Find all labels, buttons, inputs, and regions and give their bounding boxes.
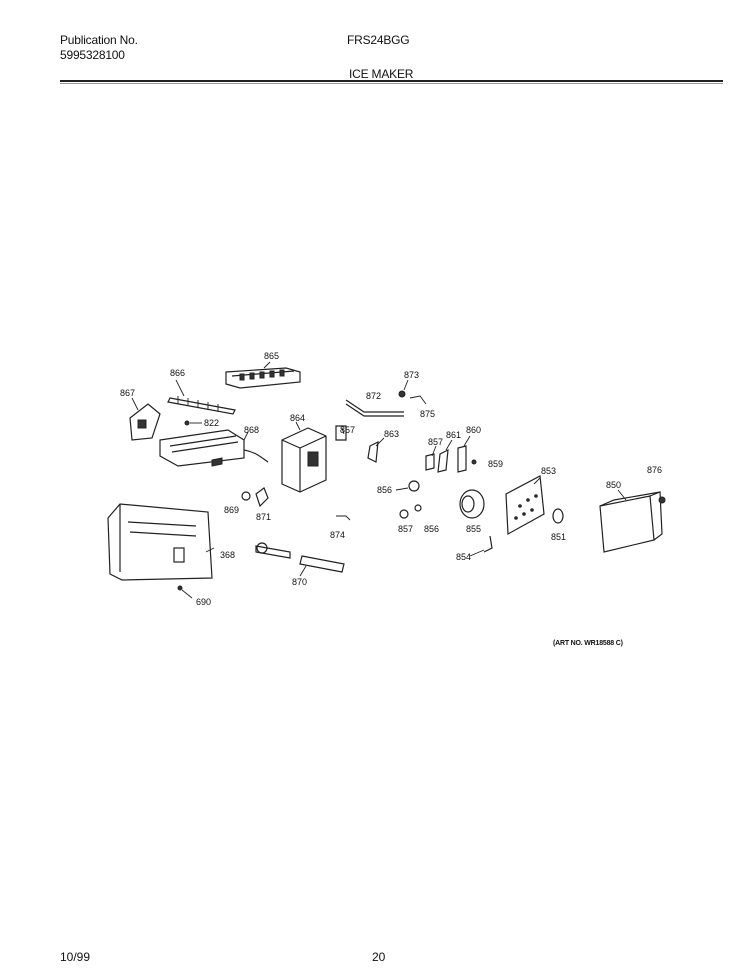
label-864: 864: [290, 413, 305, 423]
part-851: [552, 508, 564, 524]
label-865: 865: [264, 351, 279, 361]
label-368: 368: [220, 550, 235, 560]
part-867-bracket: [129, 403, 161, 441]
label-861: 861: [446, 430, 461, 440]
page-number: 20: [372, 950, 386, 964]
part-822-screw: [184, 420, 202, 426]
part-876-screw: [658, 496, 666, 504]
label-859: 859: [488, 459, 503, 469]
label-856-b: 856: [424, 524, 439, 534]
part-866-ejector: [167, 396, 236, 415]
part-854: [483, 535, 493, 553]
label-876: 876: [647, 465, 662, 475]
part-850-cover: [599, 491, 663, 553]
label-871: 871: [256, 512, 271, 522]
label-870: 870: [292, 577, 307, 587]
part-872-arm: [345, 399, 404, 417]
label-856-a: 856: [377, 485, 392, 495]
label-866: 866: [170, 368, 185, 378]
label-863: 863: [384, 429, 399, 439]
label-867: 867: [120, 388, 135, 398]
part-857-861-860-group: [425, 445, 477, 473]
label-873: 873: [404, 370, 419, 380]
header-rule: [60, 80, 723, 82]
part-864-housing: [281, 427, 327, 493]
label-690: 690: [196, 597, 211, 607]
label-851: 851: [551, 532, 566, 542]
label-875: 875: [420, 409, 435, 419]
part-865-cover: [225, 367, 301, 389]
art-number: (ART NO. WR18588 C): [553, 640, 623, 647]
footer-date: 10/99: [60, 950, 91, 964]
label-857-c: 857: [398, 524, 413, 534]
label-857-a: 857: [340, 425, 355, 435]
part-690: [177, 585, 193, 599]
part-869-871: [241, 487, 269, 508]
label-854: 854: [456, 552, 471, 562]
label-853: 853: [541, 466, 556, 476]
part-857-a: [335, 425, 347, 441]
label-855: 855: [466, 524, 481, 534]
publication-label: Publication No.: [60, 33, 138, 47]
part-856-a: [408, 480, 420, 492]
part-874: [336, 515, 351, 521]
label-860: 860: [466, 425, 481, 435]
label-874: 874: [330, 530, 345, 540]
part-868-mold: [159, 429, 269, 467]
label-869: 869: [224, 505, 239, 515]
part-870-fill-tube: [255, 542, 345, 573]
part-873-875-clips: [398, 390, 427, 405]
part-855-motor: [459, 489, 485, 519]
section-title: ICE MAKER: [349, 67, 414, 81]
part-863: [367, 440, 379, 463]
part-857-856-group: [399, 504, 422, 519]
label-822: 822: [204, 418, 219, 428]
model-number: FRS24BGG: [347, 33, 410, 47]
label-872: 872: [366, 391, 381, 401]
header-rule-shadow: [60, 83, 723, 84]
label-857-b: 857: [428, 437, 443, 447]
label-868: 868: [244, 425, 259, 435]
label-850: 850: [606, 480, 621, 490]
part-853-board: [505, 475, 545, 535]
part-368-support: [107, 503, 213, 581]
publication-number: 5995328100: [60, 48, 125, 62]
